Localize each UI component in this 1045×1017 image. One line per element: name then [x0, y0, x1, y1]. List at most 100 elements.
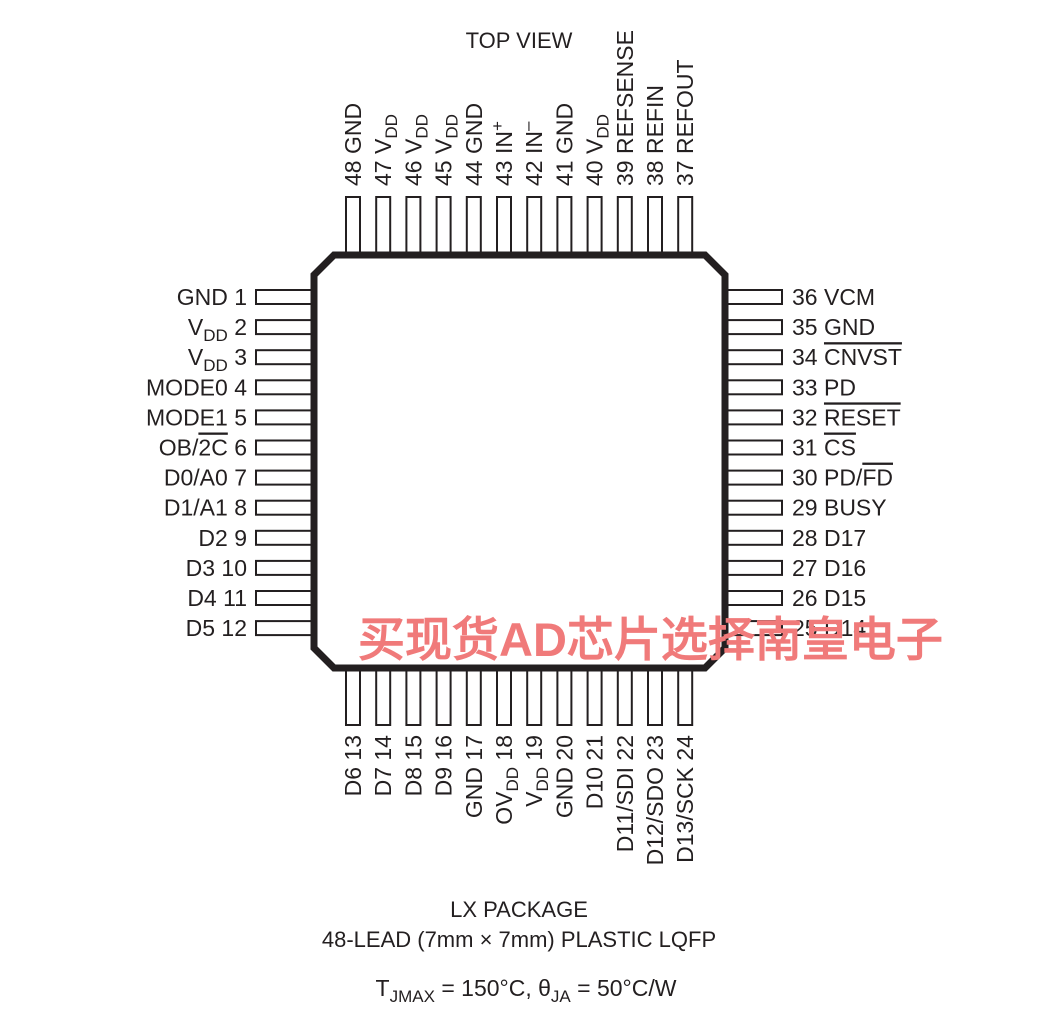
pin-name: D16 — [824, 555, 866, 581]
pin-label: D11/SDI 22 — [612, 735, 638, 852]
pin-label: 25 D14 — [792, 615, 866, 641]
pin-label: 36 VCM — [792, 284, 875, 310]
pin-label: 34 CNVST — [792, 344, 902, 370]
pin-label: D6 13 — [340, 735, 366, 796]
pin-lead — [616, 196, 633, 256]
pin-label: 42 IN–​ — [518, 121, 547, 186]
pin-name: V — [370, 138, 396, 154]
pin-label: MODE0 4 — [146, 374, 247, 400]
pin-lead — [724, 529, 783, 546]
pin-14-d7: D7 14 — [370, 667, 396, 796]
pin-name: D7 — [370, 767, 396, 796]
pin-lead — [724, 499, 783, 516]
pin-name: D4 — [187, 585, 217, 611]
pin-number: 37 — [672, 154, 698, 186]
pin-number: 30 — [792, 465, 824, 491]
pin-label: D0/A0 7 — [164, 465, 247, 491]
pin-lead — [677, 196, 694, 256]
pin-name-overbar: FD — [862, 465, 893, 491]
pin-number: 39 — [612, 154, 638, 186]
pin-number: 11 — [217, 585, 247, 611]
pin-label: VDD​ 19 — [521, 735, 552, 807]
pin-35-gnd: 35 GND — [724, 314, 875, 340]
pin-name-subscript: DD — [533, 767, 552, 792]
pin-lead — [465, 667, 482, 726]
pin-lead — [526, 196, 543, 256]
pin-lead — [647, 196, 663, 256]
pin-name-overbar: CNVST — [824, 344, 902, 370]
pin-name-subscript: DD — [412, 114, 431, 139]
pin-lead — [586, 667, 603, 726]
pin-10-d3: D3 10 — [186, 555, 315, 581]
pin-lead — [724, 590, 783, 606]
thermal-t-value: = 150°C, θ — [435, 975, 551, 1001]
pin-number: 36 — [792, 284, 824, 310]
pin-label: 27 D16 — [792, 555, 866, 581]
view-title: TOP VIEW — [466, 28, 573, 53]
pin-47-v: 47 VDD​ — [370, 114, 401, 256]
pin-name: D14 — [824, 615, 866, 641]
pin-4-mode0: MODE0 4 — [146, 374, 315, 400]
pin-name-subscript: DD — [203, 356, 228, 375]
pin-name: MODE1 — [146, 404, 228, 430]
pin-label: D2 9 — [198, 525, 247, 551]
pin-1-gnd: GND 1 — [177, 284, 315, 310]
pin-number: 38 — [642, 154, 668, 186]
pin-label: 46 VDD​ — [400, 114, 431, 186]
pin-name-subscript: DD — [594, 114, 613, 139]
pin-24-d13-sck: D13/SCK 24 — [672, 667, 698, 863]
pin-number: 16 — [431, 735, 457, 767]
pin-number: 10 — [215, 555, 247, 581]
pin-32-reset: 32 RESET — [724, 404, 901, 430]
pin-label: VDD​ 2 — [188, 314, 247, 345]
thermal-theta-value: = 50°C/W — [571, 975, 677, 1001]
pin-number: 2 — [228, 314, 247, 340]
pin-8-d1-a1: D1/A1 8 — [164, 495, 315, 521]
pin-name-superscript: + — [488, 121, 507, 131]
pin-number: 6 — [228, 435, 247, 461]
pin-label: 30 PD/FD — [792, 465, 893, 491]
pin-lead — [526, 667, 543, 726]
pin-label: 37 REFOUT — [672, 59, 698, 186]
pin-11-d4: D4 11 — [187, 585, 315, 611]
pin-name-overbar: CS — [824, 435, 856, 461]
pin-number: 7 — [228, 465, 247, 491]
pin-number: 43 — [491, 154, 517, 186]
pin-5-mode1: MODE1 5 — [146, 404, 315, 430]
pin-number: 19 — [521, 735, 547, 767]
package-name: LX PACKAGE — [450, 897, 588, 922]
pin-name: IN — [491, 131, 517, 154]
pin-label: D5 12 — [186, 615, 247, 641]
pin-number: 15 — [400, 735, 426, 767]
pin-number: 24 — [672, 735, 698, 767]
pin-label: D12/SDO 23 — [642, 735, 668, 865]
pin-name: D3 — [186, 555, 215, 581]
pin-number: 48 — [340, 154, 366, 186]
pin-39-refsense: 39 REFSENSE — [612, 30, 638, 256]
pin-number: 3 — [228, 344, 247, 370]
pin-23-d12-sdo: D12/SDO 23 — [642, 667, 668, 865]
pin-name: V — [582, 138, 608, 154]
pin-name: REFSENSE — [612, 30, 638, 154]
pin-6-ob-2c: OB/2C 6 — [159, 435, 315, 461]
pin-name: D0/A0 — [164, 465, 228, 491]
pin-number: 12 — [215, 615, 247, 641]
pin-lead — [405, 196, 422, 256]
pin-lead — [435, 667, 452, 726]
pin-34-cnvst: 34 CNVST — [724, 344, 902, 370]
watermark-text: 买现货AD芯片选择南皇电子 — [358, 613, 943, 666]
pin-number: 18 — [491, 735, 517, 767]
pin-number: 20 — [551, 735, 577, 767]
pin-label: 47 VDD​ — [370, 114, 401, 186]
pin-19-v: VDD​ 19 — [521, 667, 552, 807]
pin-lead — [496, 667, 512, 726]
pin-lead — [724, 439, 783, 456]
pin-lead — [616, 667, 633, 726]
pin-lead — [724, 469, 783, 486]
pin-label: 48 GND — [340, 103, 366, 186]
pin-name: D5 — [186, 615, 215, 641]
pin-label: GND 17 — [461, 735, 487, 818]
